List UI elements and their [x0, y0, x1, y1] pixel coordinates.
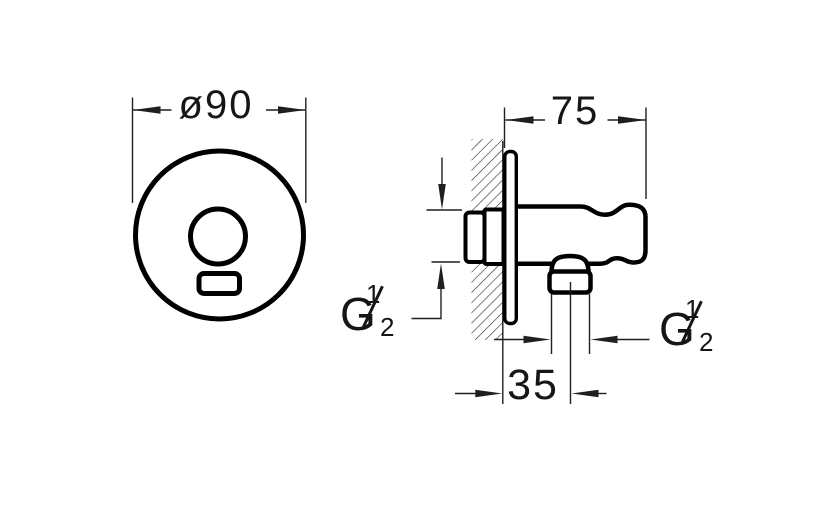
dimension-label-diameter: ø90 — [178, 83, 254, 127]
inlet-connector-front — [463, 210, 487, 264]
dimension-outlet-thread — [494, 282, 650, 404]
outlet-body — [510, 202, 648, 266]
thread-label-inlet: G 1 2 — [340, 281, 402, 341]
holder-ball — [188, 206, 248, 267]
dimension-offset — [455, 389, 607, 398]
thread-label-outlet: G 1 2 — [659, 296, 721, 356]
inlet-connector-rear — [482, 207, 506, 266]
dimension-diameter — [131, 97, 307, 203]
outlet-front — [196, 271, 242, 296]
thread-denominator: 2 — [699, 327, 714, 357]
dimension-label-depth: 75 — [550, 89, 600, 133]
wall-plate — [503, 149, 518, 326]
dimension-lines — [131, 97, 650, 404]
thread-denominator: 2 — [380, 312, 395, 342]
front-view — [133, 148, 306, 322]
side-view — [463, 139, 648, 404]
callout-inlet-thread — [411, 157, 462, 320]
dimension-depth — [503, 107, 647, 199]
dimension-label-offset: 35 — [507, 361, 559, 409]
outlet-nozzle-dome — [549, 253, 591, 275]
